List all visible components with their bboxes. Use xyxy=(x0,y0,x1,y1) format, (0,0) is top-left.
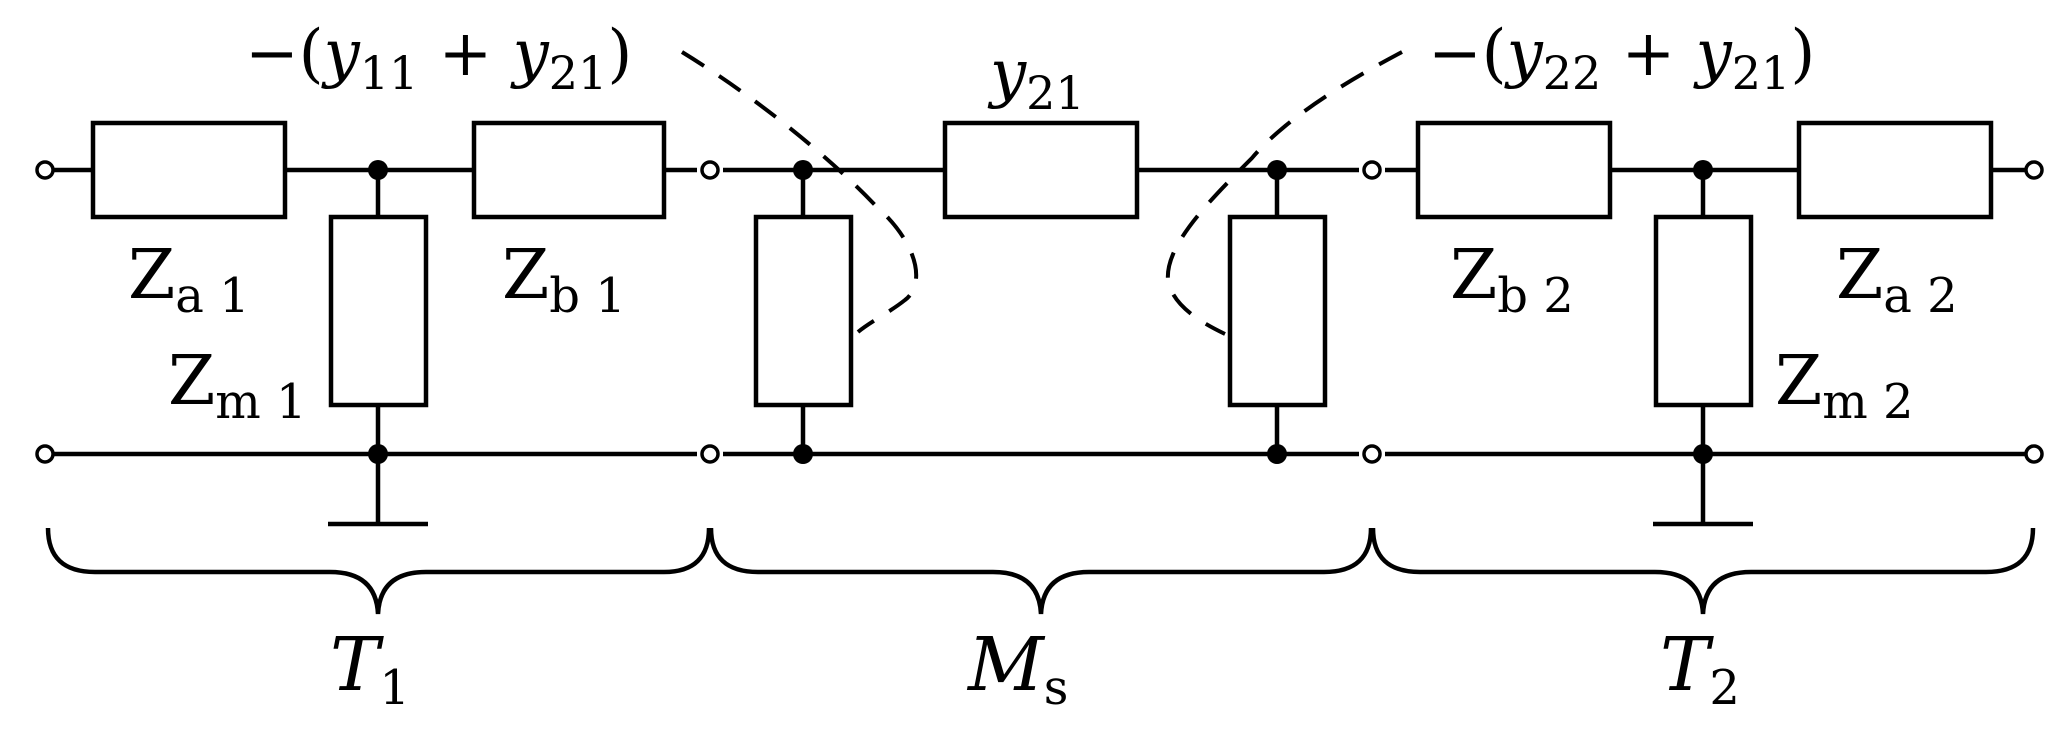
right-shunt-pre: −( xyxy=(1428,17,1507,91)
junction-node xyxy=(1267,160,1287,180)
label-za1-main: Z xyxy=(128,236,175,315)
junction-node xyxy=(793,444,813,464)
terminal-port xyxy=(1362,160,1382,180)
left-shunt-post: ) xyxy=(607,17,632,91)
junction-node xyxy=(1693,160,1713,180)
section-t1-sub: 1 xyxy=(379,660,410,716)
left-shunt-y2: y xyxy=(510,17,550,91)
label-za1: Za 1 xyxy=(128,236,250,324)
right-shunt-s2: 21 xyxy=(1732,46,1791,100)
left-shunt-y1: y xyxy=(321,17,361,91)
label-zb1: Zb 1 xyxy=(502,236,626,324)
impedance-za1 xyxy=(90,120,288,220)
section-label-t2: T2 xyxy=(1660,622,1740,716)
label-zb2-main: Z xyxy=(1450,236,1497,315)
junction-node xyxy=(368,160,388,180)
junction-node xyxy=(793,160,813,180)
impedance-zb2 xyxy=(1415,120,1613,220)
junction-node xyxy=(1693,444,1713,464)
right-shunt-post: ) xyxy=(1790,17,1815,91)
section-t2-main: T xyxy=(1660,622,1714,708)
vertical-wires xyxy=(375,170,1706,523)
terminal-port xyxy=(35,444,55,464)
label-left-shunt-admittance: −(y11 + y21) xyxy=(245,17,632,100)
label-zm1: Zm 1 xyxy=(168,342,307,430)
impedance-zb1 xyxy=(471,120,667,220)
dashed-leader-right xyxy=(1165,50,1403,336)
impedance-zm1 xyxy=(328,214,429,408)
label-zb1-main: Z xyxy=(502,236,549,315)
label-y21-sub: 21 xyxy=(1026,66,1085,120)
label-zm1-sub: m 1 xyxy=(215,374,306,430)
terminal-port xyxy=(700,160,720,180)
right-shunt-y2: y xyxy=(1693,17,1733,91)
left-shunt-s1: 11 xyxy=(360,46,419,100)
label-zb2-sub: b 2 xyxy=(1497,268,1574,324)
admittance-y21 xyxy=(942,120,1140,220)
label-za2-main: Z xyxy=(1836,236,1883,315)
label-y21: y21 xyxy=(987,37,1085,120)
section-label-t1: T1 xyxy=(330,622,410,716)
label-zm2: Zm 2 xyxy=(1775,342,1914,430)
junction-node xyxy=(1267,444,1287,464)
impedance-zm2 xyxy=(1653,214,1754,408)
right-shunt-y1: y xyxy=(1504,17,1544,91)
dashed-leader-left xyxy=(680,50,919,334)
label-za2-sub: a 2 xyxy=(1883,268,1957,324)
brace-ms xyxy=(708,527,1374,615)
brace-t1 xyxy=(45,527,712,615)
label-y21-main: y xyxy=(987,37,1027,111)
terminal-port xyxy=(35,160,55,180)
terminal-port xyxy=(2024,444,2044,464)
admittance-shunt-right xyxy=(1227,214,1328,408)
left-shunt-s2: 21 xyxy=(549,46,608,100)
brace-t2 xyxy=(1370,527,2036,615)
label-zm2-sub: m 2 xyxy=(1822,374,1913,430)
right-shunt-s1: 22 xyxy=(1543,46,1602,100)
left-shunt-pre: −( xyxy=(245,17,324,91)
terminal-port xyxy=(1362,444,1382,464)
section-ms-main: M xyxy=(966,622,1046,708)
section-t1-main: T xyxy=(330,622,384,708)
terminal-port xyxy=(700,444,720,464)
admittance-shunt-left xyxy=(753,214,854,408)
right-shunt-plus: + xyxy=(1601,17,1695,91)
label-zb1-sub: b 1 xyxy=(549,268,626,324)
label-zm2-main: Z xyxy=(1775,342,1822,421)
left-shunt-plus: + xyxy=(418,17,512,91)
label-za2: Za 2 xyxy=(1836,236,1958,324)
label-za1-sub: a 1 xyxy=(175,268,249,324)
impedance-za2 xyxy=(1796,120,1994,220)
junction-node xyxy=(368,444,388,464)
terminal-port xyxy=(2024,160,2044,180)
section-t2-sub: 2 xyxy=(1709,660,1740,716)
label-right-shunt-admittance: −(y22 + y21) xyxy=(1428,17,1815,100)
section-ms-sub: s xyxy=(1044,660,1069,716)
label-zm1-main: Z xyxy=(168,342,215,421)
label-zb2: Zb 2 xyxy=(1450,236,1574,324)
section-label-ms: Ms xyxy=(966,622,1068,716)
